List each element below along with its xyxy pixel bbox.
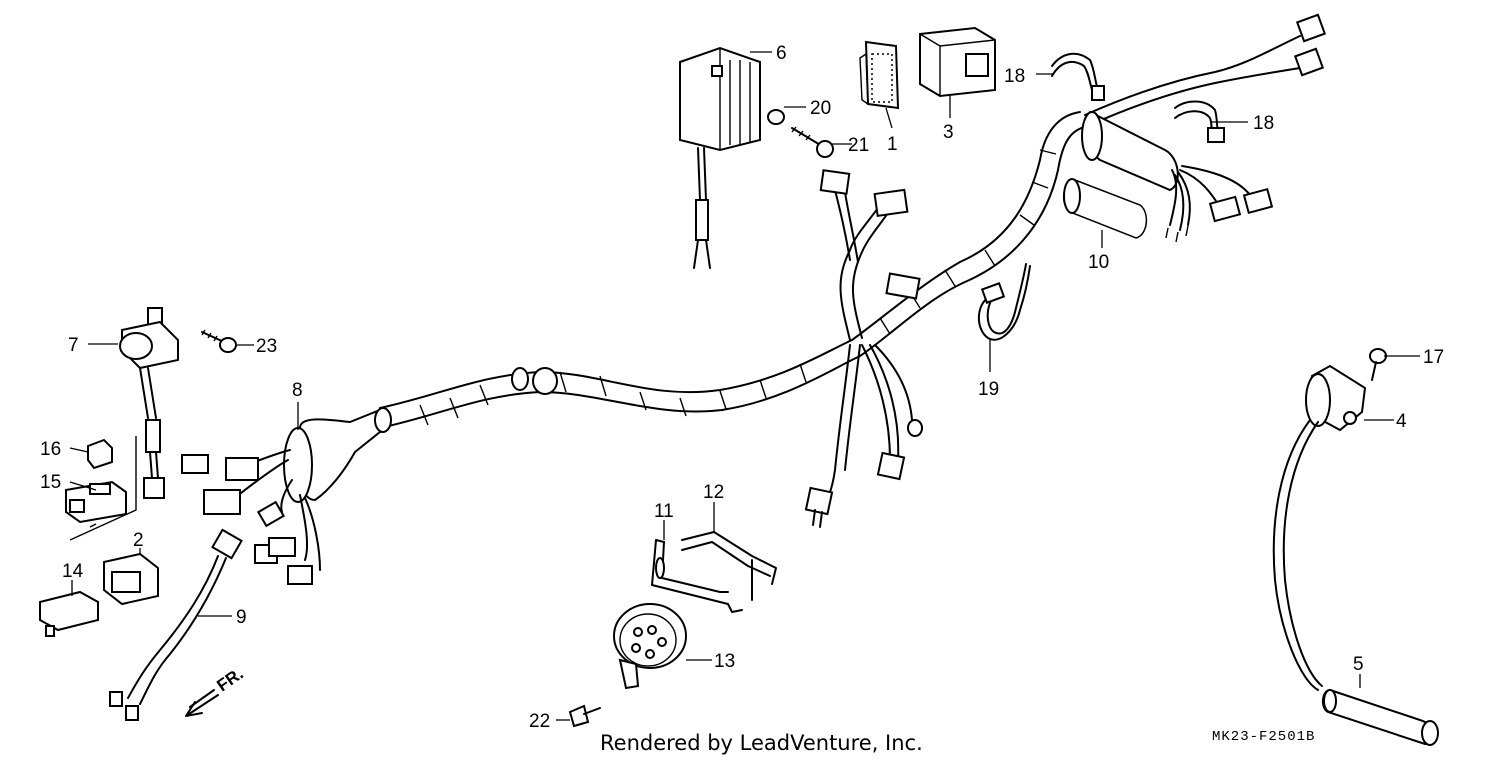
relay-cover-1 <box>859 40 900 110</box>
callout-18b: 18 <box>1253 113 1274 134</box>
band-clip-18b <box>1174 100 1225 143</box>
callout-16: 16 <box>40 439 61 460</box>
callout-17: 17 <box>1423 347 1444 368</box>
callout-22: 22 <box>529 711 550 732</box>
regulator-rectifier-6 <box>679 46 761 269</box>
credit-text: Rendered by LeadVenture, Inc. <box>600 731 923 755</box>
callout-21: 21 <box>848 135 869 156</box>
callout-numbers: 1 2 3 4 5 6 7 8 9 10 11 12 13 14 15 16 1… <box>40 43 1444 732</box>
callout-12: 12 <box>703 482 724 503</box>
callout-4: 4 <box>1396 411 1407 432</box>
bracket-12 <box>681 531 777 601</box>
throttle-sensor-4 <box>1305 364 1367 432</box>
bracket-11 <box>651 539 743 613</box>
harness-cover-tube-8 <box>181 407 392 585</box>
bolt-23 <box>201 329 237 353</box>
callout-19: 19 <box>978 379 999 400</box>
harness-tube-10 <box>1063 178 1148 239</box>
figure-code: MK23-F2501B <box>1212 729 1315 745</box>
cable-5 <box>1272 419 1439 746</box>
callout-10: 10 <box>1088 252 1109 273</box>
callout-5: 5 <box>1353 654 1364 675</box>
callout-7: 7 <box>68 335 79 356</box>
main-wire-harness <box>379 111 1091 528</box>
bolt-22 <box>568 704 601 728</box>
switch-7 <box>119 307 179 499</box>
callout-3: 3 <box>943 122 954 143</box>
callout-14: 14 <box>62 561 84 582</box>
band-clip-18a <box>1051 52 1105 101</box>
callout-13: 13 <box>714 651 735 672</box>
callout-9: 9 <box>236 607 247 628</box>
relay-15 <box>65 480 127 524</box>
leader-lines <box>69 51 1420 721</box>
callout-11: 11 <box>654 501 674 522</box>
harness-right-branch <box>1081 13 1327 243</box>
callout-15: 15 <box>40 472 61 493</box>
callout-18a: 18 <box>1004 66 1025 87</box>
sub-harness-9 <box>109 528 243 721</box>
igniter-unit-3 <box>919 26 996 98</box>
callout-2: 2 <box>133 530 144 551</box>
relay-2 <box>103 552 159 606</box>
direction-label: FR. <box>213 664 246 695</box>
cap-16 <box>87 438 113 470</box>
group-bracket <box>69 436 137 541</box>
callout-20: 20 <box>810 98 831 119</box>
bolt-17 <box>1369 348 1387 381</box>
callout-8: 8 <box>292 380 303 401</box>
front-direction-arrow: FR. <box>185 664 247 717</box>
callout-23: 23 <box>256 336 277 357</box>
band-19 <box>977 263 1031 341</box>
relay-14 <box>39 590 99 637</box>
callout-1: 1 <box>887 134 898 155</box>
bolt-21 <box>791 126 834 158</box>
horn-13 <box>613 603 687 690</box>
washer-20 <box>767 109 785 125</box>
callout-6: 6 <box>776 43 787 64</box>
